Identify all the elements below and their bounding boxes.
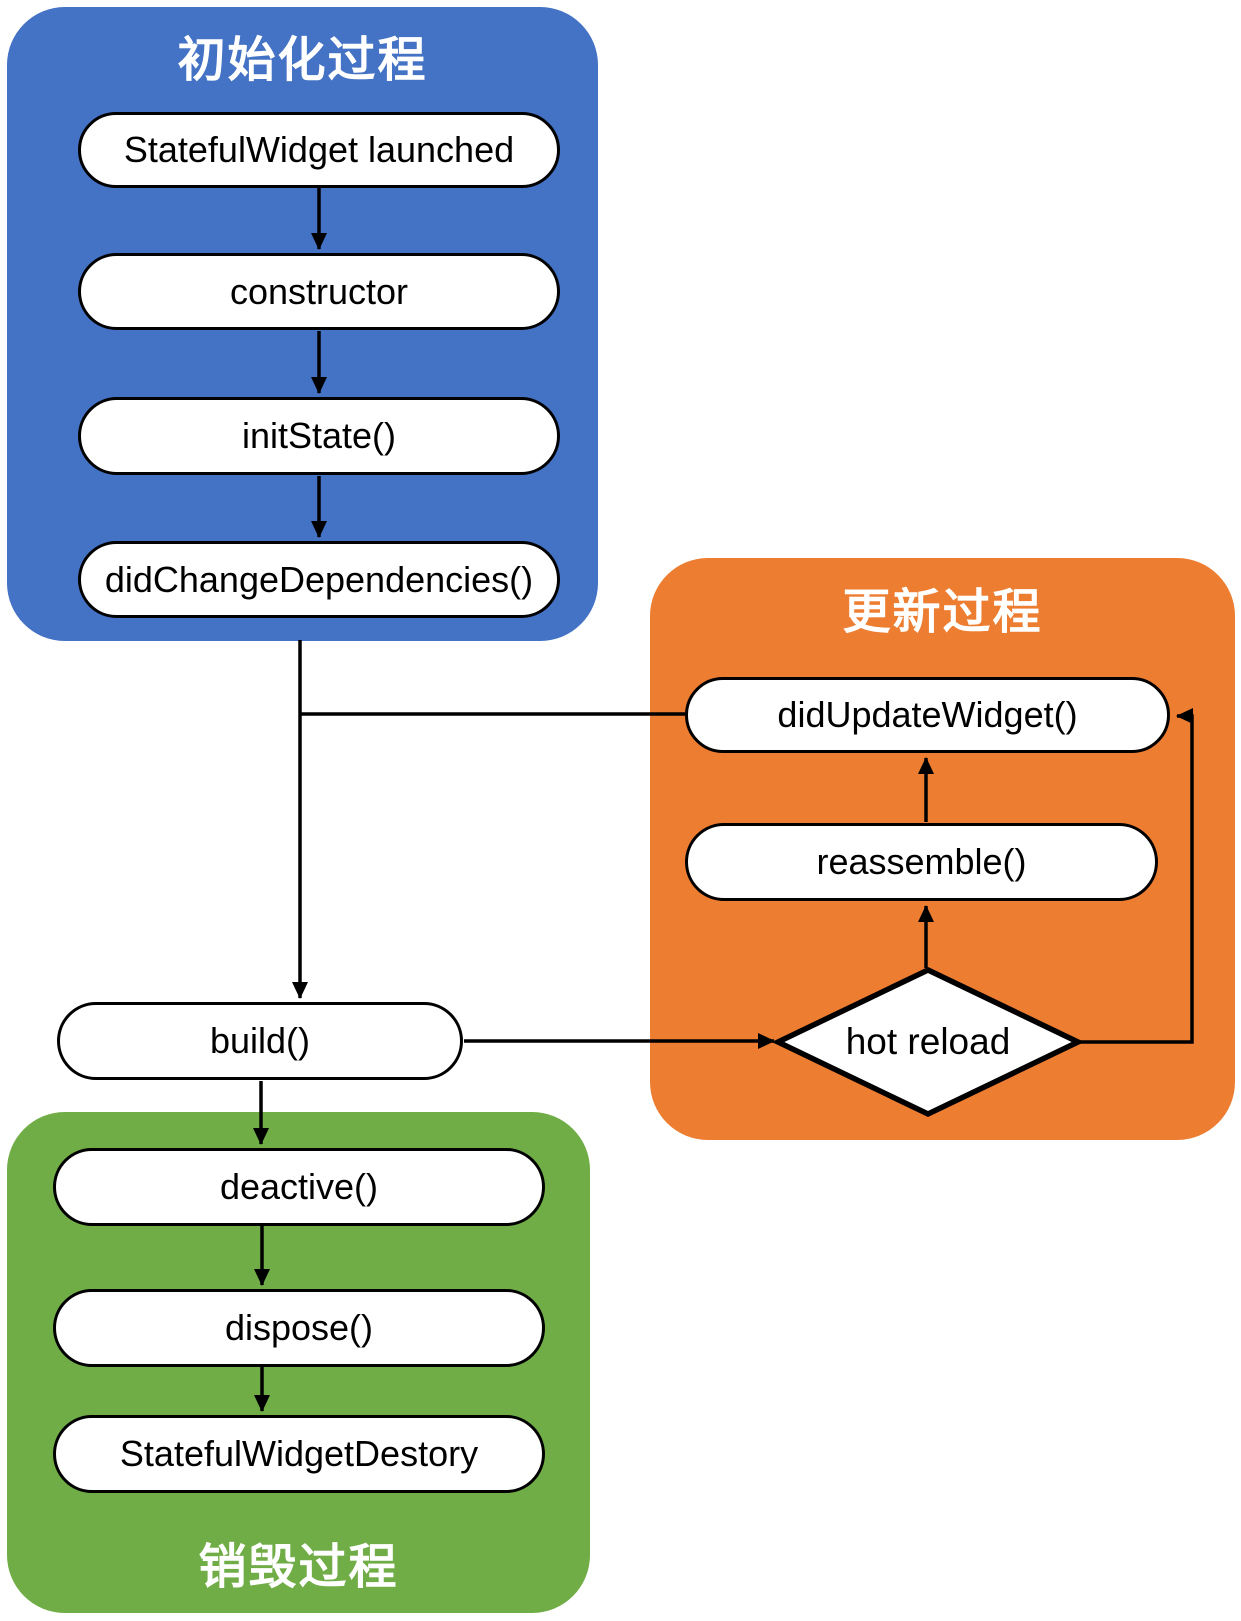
node-hot-reload-diamond [771, 966, 1085, 1118]
node-dispose: dispose() [53, 1289, 545, 1367]
node-statefulwidgetdestory: StatefulWidgetDestory [53, 1415, 545, 1493]
edge-hotreload-loop-to-didupdate [1078, 708, 1194, 1044]
node-reassemble: reassemble() [685, 823, 1158, 901]
node-constructor: constructor [78, 253, 560, 330]
node-stateful-launched: StatefulWidget launched [78, 112, 560, 188]
group-update-title: 更新过程 [842, 586, 1043, 639]
node-build: build() [57, 1002, 463, 1080]
node-initstate: initState() [78, 397, 560, 475]
group-destroy-title: 销毁过程 [198, 1541, 399, 1594]
node-didupdatewidget: didUpdateWidget() [685, 677, 1170, 753]
group-init-title: 初始化过程 [177, 34, 428, 87]
node-deactive: deactive() [53, 1148, 545, 1226]
node-hot-reload-label: hot reload [845, 1021, 1011, 1062]
node-didchangedependencies: didChangeDependencies() [78, 541, 560, 618]
